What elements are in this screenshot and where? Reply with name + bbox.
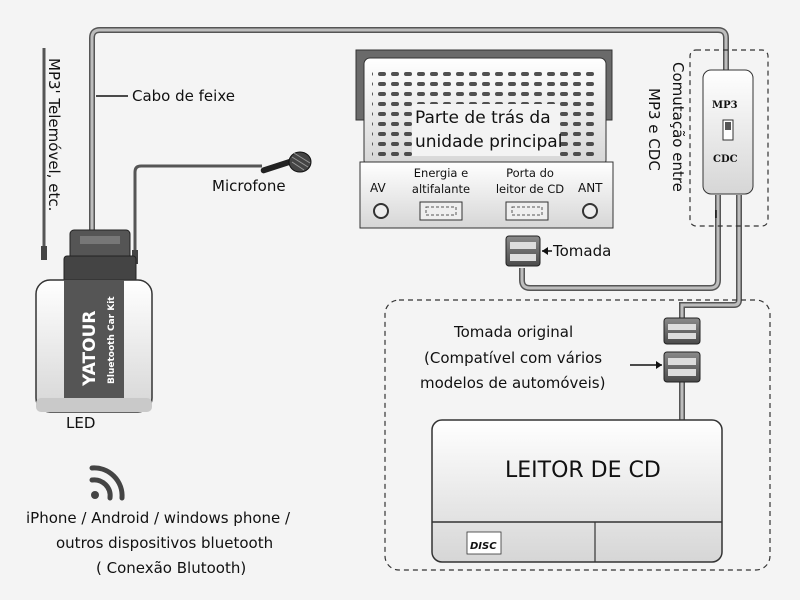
head-unit-title-2: unidade principal (415, 132, 563, 152)
disc-logo: DISC (470, 541, 497, 552)
cd-zone (384, 299, 771, 571)
leader-arrows (96, 95, 717, 218)
switch-zone (689, 49, 769, 227)
bluetooth-devices-line2: outros dispositivos bluetooth (56, 534, 274, 552)
microphone-icon (260, 151, 312, 174)
mp3-phone-label: MP3' Telemóvel, etc. (45, 58, 63, 212)
original-plug-label-1: Tomada original (454, 323, 574, 341)
original-plug-label-2: (Compatível com vários (424, 349, 603, 367)
cd-player-label: LEITOR DE CD (505, 458, 661, 483)
wifi-signal-icon (89, 465, 125, 501)
beam-cable-label: Cabo de feixe (132, 87, 235, 105)
switch-to-plug-cable (519, 195, 721, 291)
cd-port-label-2: leitor de CD (495, 182, 565, 196)
brand-logo: YATOUR (80, 310, 100, 386)
bluetooth-devices-line3: ( Conexão Blutooth) (96, 559, 247, 577)
ant-port-icon (582, 203, 598, 219)
cd-port-label-1: Porta do (506, 166, 554, 180)
switch-mp3-text: MP3 (712, 100, 738, 111)
switch-label-line1: Comutação entre (669, 62, 687, 192)
av-port-icon (373, 203, 389, 219)
bluetooth-devices-line1: iPhone / Android / windows phone / (26, 509, 291, 527)
switch-to-original-cable (679, 195, 742, 318)
mp3-cdc-switch (702, 69, 754, 195)
switch-cdc-text: CDC (713, 154, 738, 165)
av-label: AV (370, 181, 386, 195)
head-unit-title-1: Parte de trás da (415, 108, 551, 128)
head-unit (355, 49, 614, 229)
switch-label-line2: MP3 e CDC (645, 88, 663, 171)
brand-subtitle: Bluetooth Car Kit (107, 296, 117, 384)
power-speaker-label-1: Energia e (413, 166, 469, 180)
led-label: LED (66, 414, 96, 432)
power-speaker-label-2: altifalante (411, 182, 471, 196)
original-plug (630, 317, 701, 383)
cd-player (431, 419, 723, 563)
ant-label: ANT (578, 181, 603, 195)
microphone-cable (133, 164, 262, 256)
plug-connector (505, 235, 552, 267)
original-plug-label-3: modelos de automóveis) (420, 374, 606, 392)
plug-label: Tomada (553, 242, 612, 260)
yatour-module (35, 229, 153, 413)
microphone-label: Microfone (212, 177, 286, 195)
beam-cable (89, 27, 729, 250)
